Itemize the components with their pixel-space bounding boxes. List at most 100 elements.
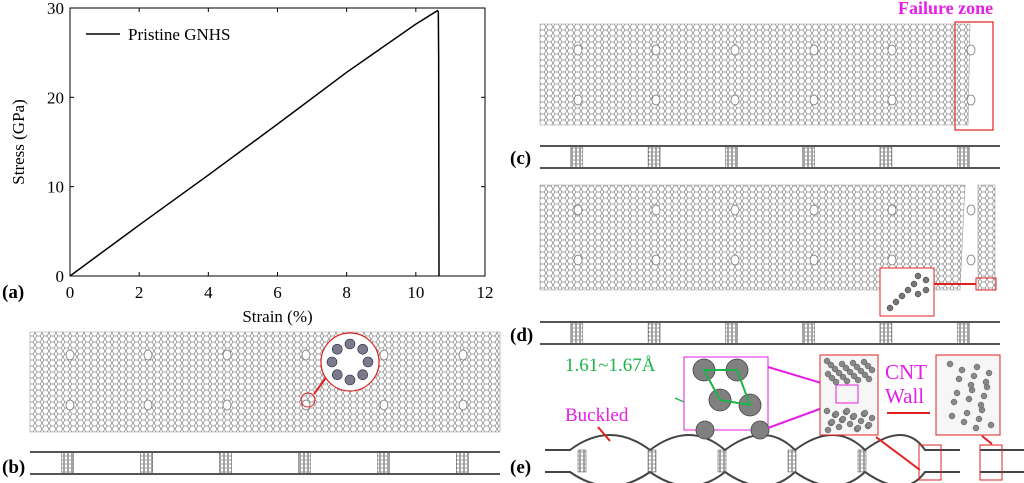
pores-c xyxy=(573,44,976,106)
atom xyxy=(953,389,961,397)
atom xyxy=(865,375,873,383)
pore xyxy=(379,349,389,361)
atom xyxy=(857,367,865,375)
panel-label-d: (d) xyxy=(510,325,534,346)
failure-zone-label: Failure zone xyxy=(898,0,994,18)
atom xyxy=(987,421,995,429)
atom xyxy=(857,417,865,425)
atom xyxy=(972,424,980,432)
pore xyxy=(651,44,661,56)
atom xyxy=(831,365,839,373)
atom xyxy=(832,378,840,386)
panel-label-b: (b) xyxy=(2,457,26,478)
atom xyxy=(980,392,988,400)
pore xyxy=(573,94,583,106)
pore xyxy=(65,349,75,361)
cnt-wall xyxy=(647,321,661,345)
atom xyxy=(950,398,958,406)
pore xyxy=(887,44,897,56)
cnt-wall xyxy=(61,451,74,475)
atom xyxy=(846,420,854,428)
panel-label-a: (a) xyxy=(2,282,25,303)
atom xyxy=(860,358,868,366)
atom xyxy=(985,369,993,377)
buckled-label: Buckled xyxy=(565,405,629,426)
pore xyxy=(222,399,232,411)
pore xyxy=(887,94,897,106)
x-tick-label: 12 xyxy=(477,283,494,302)
atom xyxy=(824,370,832,378)
pore xyxy=(966,204,976,216)
pore xyxy=(458,349,468,361)
atom xyxy=(835,369,843,377)
atom-inset-b xyxy=(300,332,380,408)
pore xyxy=(730,254,740,266)
cnt-wall xyxy=(725,145,738,169)
atom xyxy=(838,360,846,368)
atom xyxy=(839,373,847,381)
gnhs-side-view-b xyxy=(30,451,500,475)
x-tick-label: 4 xyxy=(204,283,213,302)
gnhs-side-view-c xyxy=(540,145,1000,169)
cnt-wall xyxy=(377,451,390,475)
atom xyxy=(854,424,862,432)
atom xyxy=(850,412,858,420)
atom xyxy=(843,407,851,415)
cnt-wall xyxy=(879,321,893,345)
atom xyxy=(868,414,876,422)
cnt-wall xyxy=(802,321,815,345)
cnt-wall xyxy=(956,145,970,169)
y-tick-label: 0 xyxy=(56,267,65,286)
cnt-wall xyxy=(456,451,469,475)
cnt-wall xyxy=(570,145,584,169)
atom xyxy=(946,360,954,368)
atom xyxy=(832,410,840,418)
pore xyxy=(809,44,819,56)
atom xyxy=(967,381,975,389)
atom xyxy=(828,418,836,426)
x-axis-label: Strain (%) xyxy=(242,307,312,326)
atom xyxy=(842,364,850,372)
atom xyxy=(982,378,990,386)
pore xyxy=(730,44,740,56)
pores-d xyxy=(573,204,976,266)
atom xyxy=(846,368,854,376)
gnhs-top-view-d xyxy=(539,184,997,317)
pore xyxy=(887,204,897,216)
atom xyxy=(824,426,832,434)
cnt-wall xyxy=(802,145,815,169)
pore xyxy=(651,204,661,216)
atom xyxy=(843,377,851,385)
y-tick-label: 10 xyxy=(47,178,64,197)
series-line xyxy=(69,9,440,277)
x-tick-label: 6 xyxy=(273,283,282,302)
pore xyxy=(966,254,976,266)
cnt-wall xyxy=(725,321,738,345)
pore xyxy=(143,349,153,361)
atom xyxy=(958,366,966,374)
pore xyxy=(651,254,661,266)
panel-label-e: (e) xyxy=(510,457,532,478)
legend-label: Pristine GNHS xyxy=(128,25,230,44)
x-tick-label: 10 xyxy=(407,283,424,302)
pore xyxy=(143,399,153,411)
cnt-wall xyxy=(570,321,584,345)
atom xyxy=(853,363,861,371)
atom xyxy=(362,356,374,368)
atom xyxy=(864,362,872,370)
atom xyxy=(865,421,873,429)
atom xyxy=(861,371,869,379)
pore xyxy=(809,94,819,106)
atom xyxy=(357,369,369,381)
pore xyxy=(966,94,976,106)
pore xyxy=(458,399,468,411)
pore xyxy=(301,349,311,361)
gnhs-top-view-b xyxy=(29,331,501,433)
y-tick-label: 20 xyxy=(47,88,64,107)
bond-length-label: 1.61~1.67Å xyxy=(565,355,656,376)
atom xyxy=(973,363,981,371)
atom xyxy=(963,409,971,417)
cnt-wall xyxy=(298,451,311,475)
